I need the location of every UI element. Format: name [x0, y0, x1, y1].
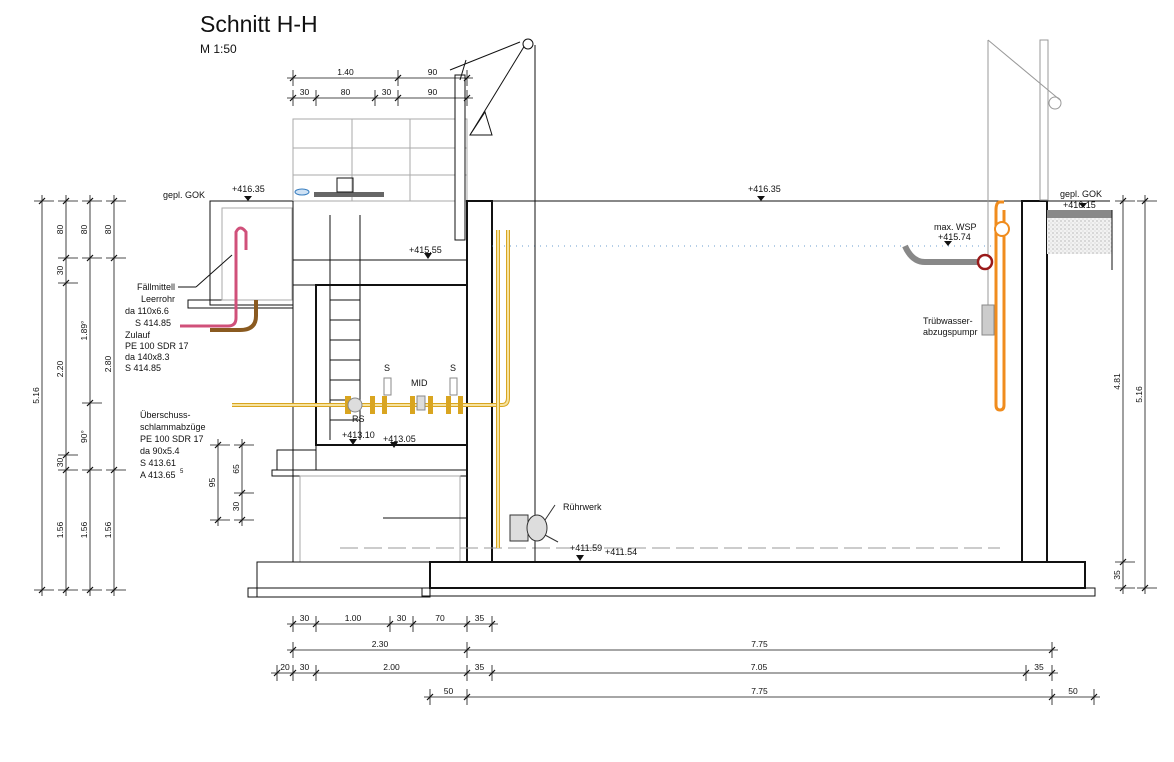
level-wsp: +415.74 [938, 232, 971, 242]
label-mid: MID [411, 378, 428, 388]
dim-label: 4.81 [1112, 373, 1122, 390]
level-chamber-2: +413.05 [383, 434, 416, 444]
dim-label: 35 [1034, 662, 1044, 672]
note-ueberschuss: Überschuss- [140, 410, 191, 420]
dim-label: 1.56 [55, 521, 65, 538]
dim-label: 1.00 [345, 613, 362, 623]
dim-label: 7.75 [751, 686, 768, 696]
dim-label: 35 [475, 613, 485, 623]
dim-label: 5.16 [1134, 386, 1144, 403]
dim-label: 65 [231, 464, 241, 474]
dim-label: 35 [1112, 570, 1122, 580]
note-ueberschuss: PE 100 SDR 17 [140, 434, 204, 444]
label-pump: Trübwasser- [923, 316, 973, 326]
dim-label: 5.16 [31, 387, 41, 404]
dim-label: 30 [382, 87, 392, 97]
note-zulauf: S 414.85 [125, 363, 161, 373]
gok-right-label: gepl. GOK [1060, 189, 1102, 199]
dim-label: 20 [280, 662, 290, 672]
level-gok-mid: +416.35 [748, 184, 781, 194]
note-zulauf: PE 100 SDR 17 [125, 341, 189, 351]
structure [187, 118, 1113, 598]
dim-label: 35 [475, 662, 485, 672]
dim-label: 80 [55, 225, 65, 235]
dim-label: 30 [300, 662, 310, 672]
dim-label: 30 [300, 613, 310, 623]
dim-label: 50 [1068, 686, 1078, 696]
level-chamber-1: +413.10 [342, 430, 375, 440]
dim-label: 50 [444, 686, 454, 696]
dim-label: 1.56 [103, 521, 113, 538]
level-tank-1: +411.59 [570, 543, 602, 553]
note-ueberschuss: schlammabzüge [140, 422, 206, 432]
dim-label: 90 [428, 67, 438, 77]
dim-label: 2.80 [103, 355, 113, 372]
dim-label: 1.89° [79, 321, 89, 341]
note-faellmittel: da 110x6.6 [125, 306, 169, 316]
level-gok-left: +416.35 [232, 184, 265, 194]
crane-left [449, 38, 536, 562]
note-ueberschuss: da 90x5.4 [140, 446, 180, 456]
note-zulauf: da 140x8.3 [125, 352, 170, 362]
drawing-scale: M 1:50 [200, 42, 237, 56]
note-ueberschuss-sup: 5 [180, 469, 184, 475]
label-ruehrwerk: Rührwerk [563, 502, 602, 512]
dim-label: 30 [55, 458, 65, 468]
note-faellmittel: Leerrohr [141, 294, 175, 304]
dim-label: 90 [428, 87, 438, 97]
pipes [180, 200, 1010, 548]
annotations: Fällmittell Leerrohr da 110x6.6 S 414.85… [125, 254, 978, 512]
label-rs: RS [352, 414, 365, 424]
dim-label: 90° [79, 430, 89, 443]
note-faellmittel: S 414.85 [135, 318, 171, 328]
dim-label: 30 [397, 613, 407, 623]
dim-label: 95 [207, 478, 217, 488]
dim-label: 80 [341, 87, 351, 97]
label-s2: S [450, 363, 456, 373]
level-gok-right: +416.15 [1063, 200, 1096, 210]
dim-label: 7.75 [751, 639, 768, 649]
crane-right [987, 39, 1062, 320]
note-ueberschuss: S 413.61 [140, 458, 176, 468]
dim-label: 2.20 [55, 360, 65, 377]
dim-label: 1.40 [337, 67, 354, 77]
label-s1: S [384, 363, 390, 373]
gok-left-label: gepl. GOK [163, 190, 205, 200]
dim-label: 2.30 [372, 639, 389, 649]
level-markers: +416.35 +416.35 +415.55 max. WSP +415.74… [163, 184, 1102, 561]
dim-label: 70 [435, 613, 445, 623]
level-slab: +415.55 [409, 245, 442, 255]
note-ueberschuss: A 413.65 [140, 470, 176, 480]
level-wsp-label: max. WSP [934, 222, 977, 232]
dim-label: 80 [79, 225, 89, 235]
drawing-title: Schnitt H-H [200, 11, 318, 37]
level-tank-2: +411.54 [605, 547, 637, 557]
label-pump: abzugspumpr [923, 327, 978, 337]
dim-label: 2.00 [383, 662, 400, 672]
dim-label: 30 [55, 266, 65, 276]
dim-label: 30 [300, 87, 310, 97]
dimensions: 1.40 90 30 80 30 90 5.16 80 30 2.20 30 1.56 80 1.89° 9… [31, 67, 1157, 705]
dim-label: 80 [103, 225, 113, 235]
note-faellmittel: Fällmittell [137, 282, 175, 292]
note-zulauf: Zulauf [125, 330, 151, 340]
dim-label: 7.05 [751, 662, 768, 672]
dim-label: 30 [231, 502, 241, 512]
dim-label: 1.56 [79, 521, 89, 538]
